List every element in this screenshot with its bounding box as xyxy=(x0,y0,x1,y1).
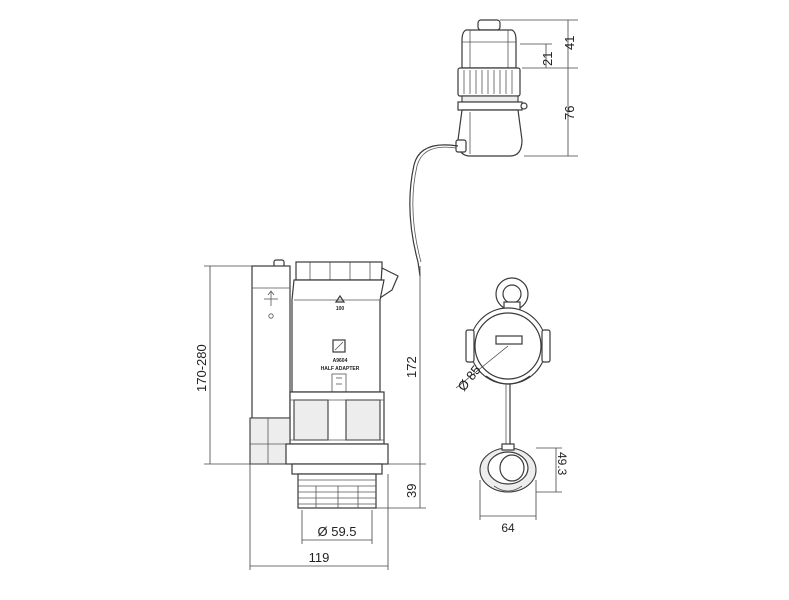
dim-seal-width: 64 xyxy=(501,521,515,535)
push-button xyxy=(455,19,528,157)
dim-base-width: 119 xyxy=(309,550,330,565)
dim-seal-height: 49.3 xyxy=(555,452,569,476)
dim-valve-total: 172 xyxy=(404,356,419,378)
dim-top-total: 41 xyxy=(562,36,577,50)
dim-thread-diameter: Ø 59.5 xyxy=(317,524,356,539)
dim-top-cap: 21 xyxy=(540,52,555,66)
cutout-ring xyxy=(465,277,551,446)
dim-thread-height: 39 xyxy=(404,484,419,498)
adapter-code: A9604 xyxy=(333,358,348,364)
arrow-label: 100 xyxy=(336,306,345,312)
adapter-label: HALF ADAPTER xyxy=(321,366,360,372)
dimension-lines xyxy=(204,19,578,570)
seal xyxy=(479,443,537,493)
dim-button-height: 76 xyxy=(562,106,577,120)
flush-valve: 100 A9604 HALF ADAPTER xyxy=(249,259,399,509)
cable xyxy=(409,144,459,277)
dim-valve-range: 170-280 xyxy=(194,344,209,392)
